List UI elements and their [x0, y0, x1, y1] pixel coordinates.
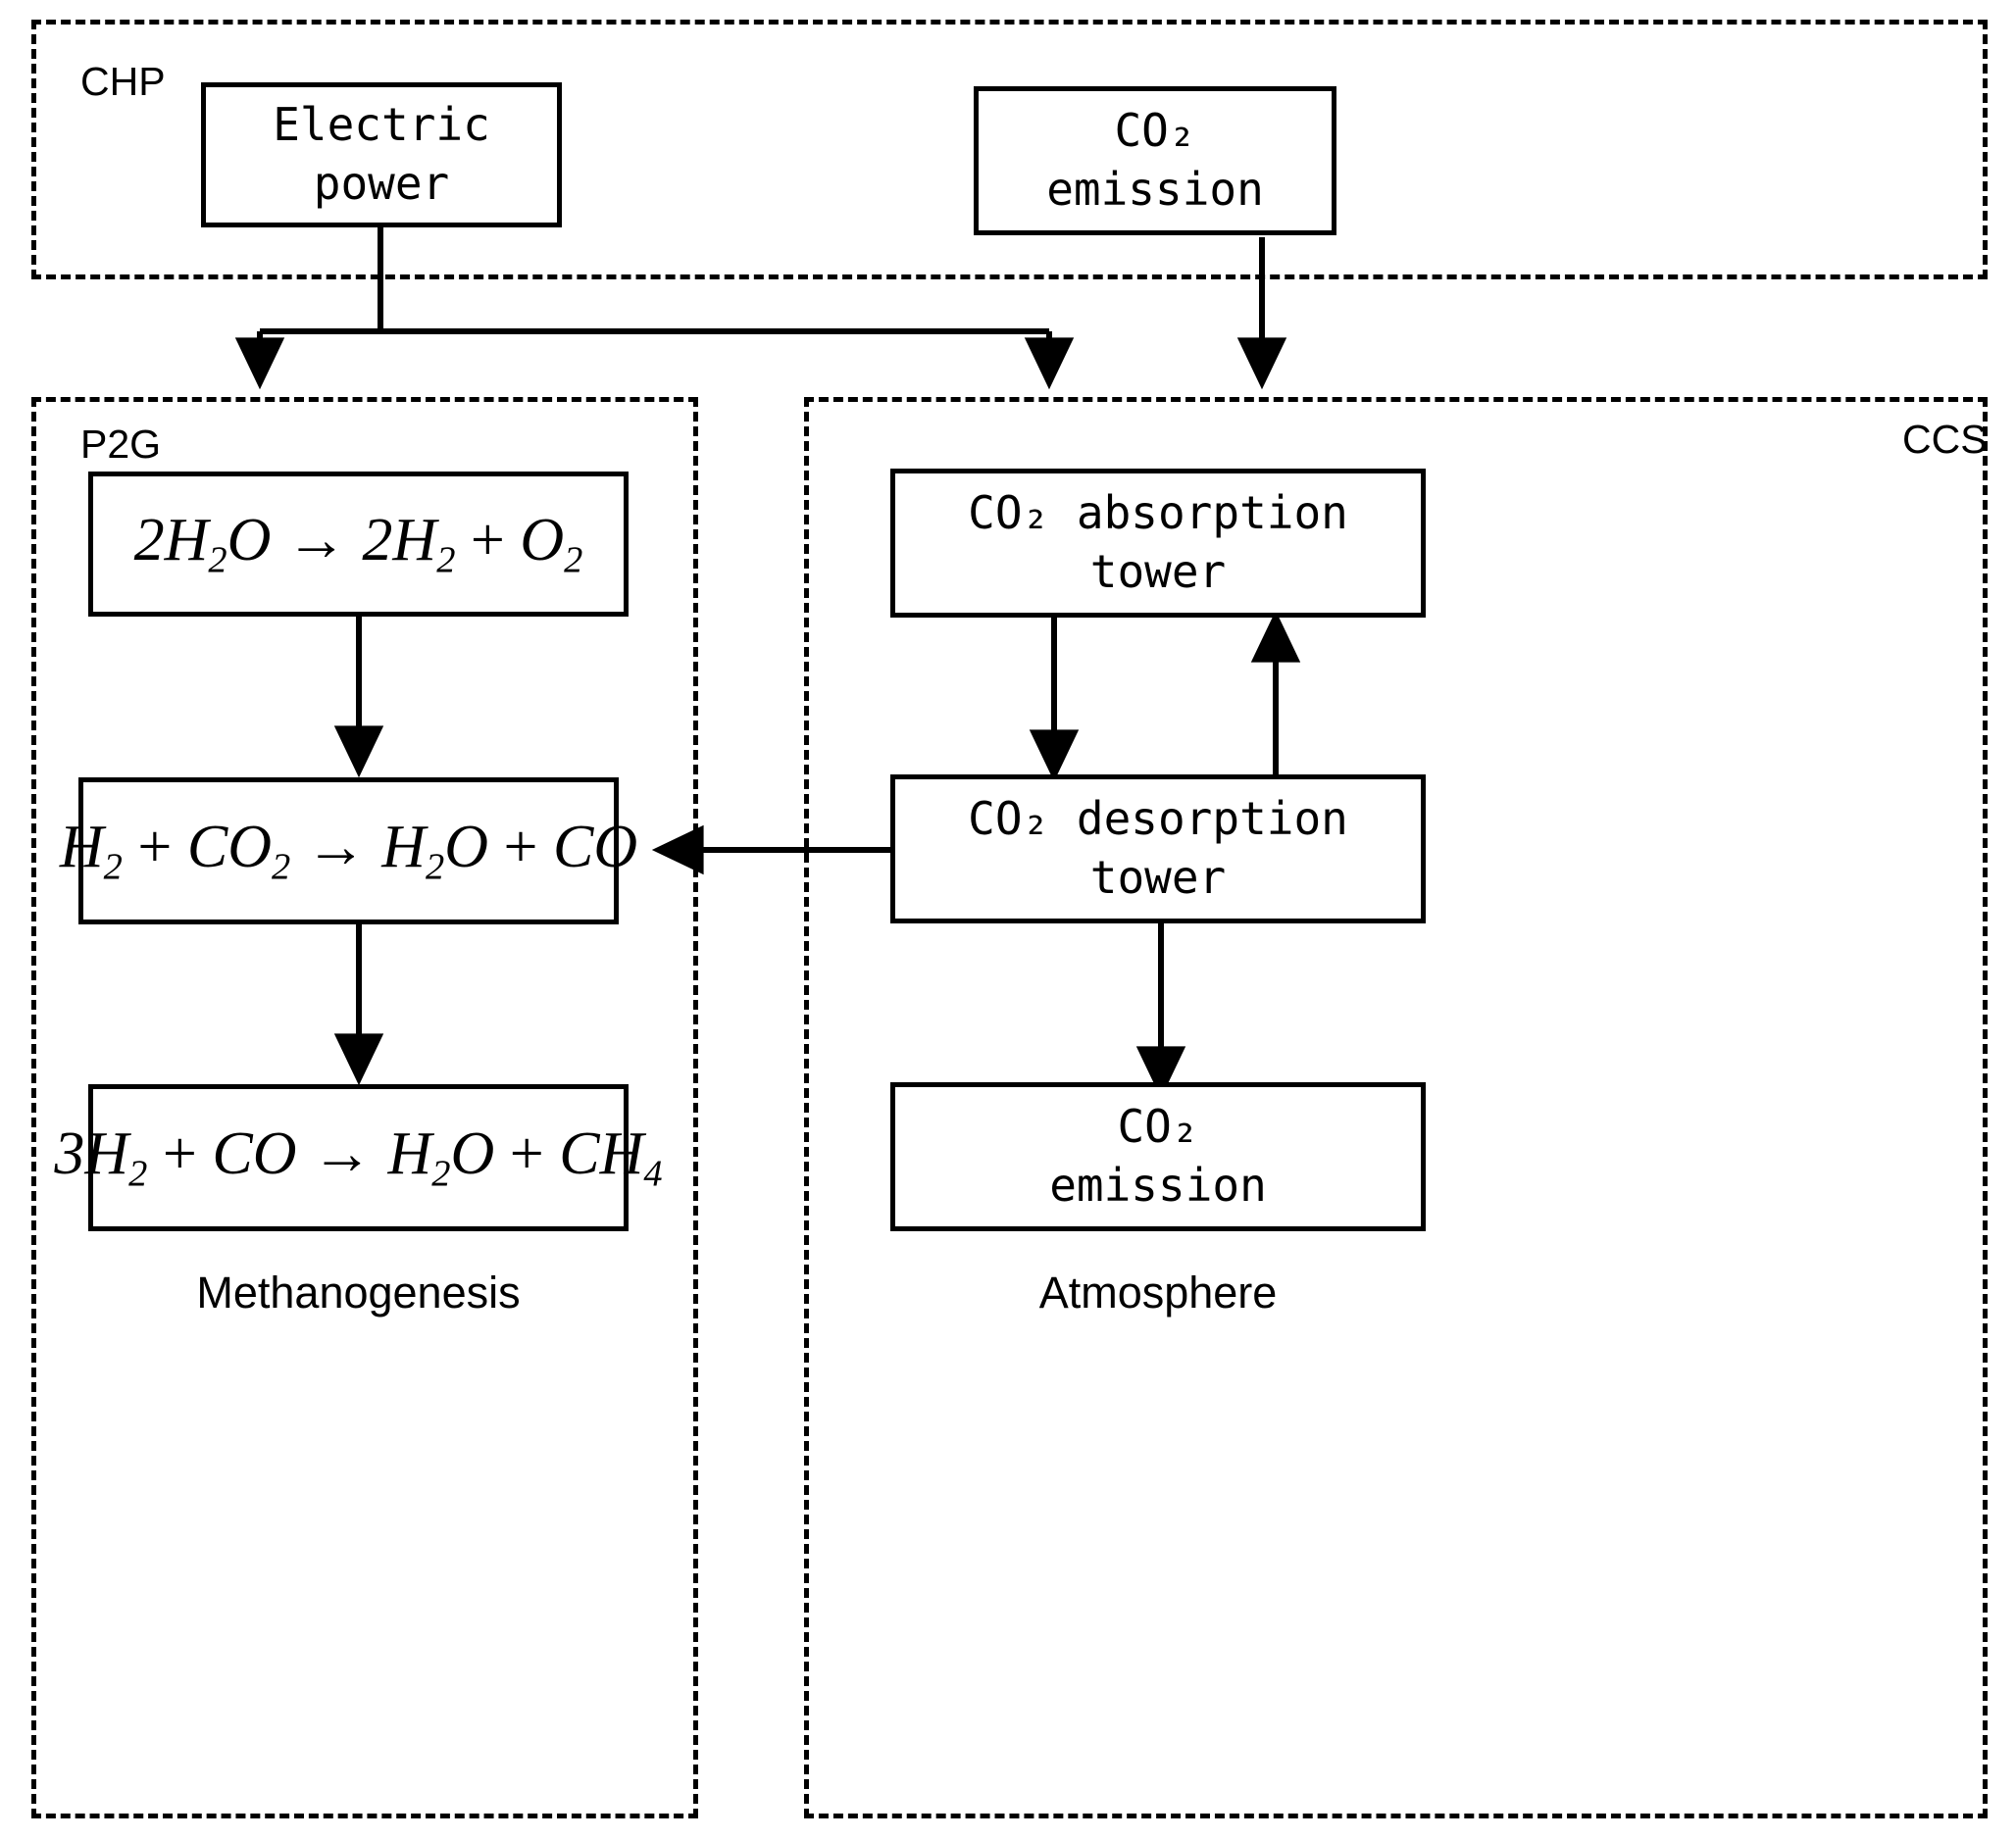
- group-p2g-label: P2G: [80, 422, 162, 467]
- node-electrolysis-equation: 2H2O → 2H2 + O2: [133, 507, 583, 581]
- node-ccs-co2-emission[interactable]: CO₂ emission: [890, 1082, 1426, 1231]
- node-co2-absorption-tower-label: CO₂ absorption tower: [968, 486, 1348, 598]
- node-co2-desorption-tower[interactable]: CO₂ desorption tower: [890, 774, 1426, 923]
- group-ccs-label: CCS: [1902, 417, 1988, 462]
- node-electric-power-label: Electric power: [273, 98, 490, 210]
- node-methanation-equation: 3H2 + CO → H2O + CH4: [54, 1120, 663, 1195]
- node-reverse-water-gas-shift-equation: H2 + CO2 → H2O + CO: [59, 814, 638, 888]
- node-chp-co2-emission-label: CO₂ emission: [1046, 104, 1264, 216]
- node-ccs-co2-emission-label: CO₂ emission: [1049, 1100, 1267, 1212]
- group-chp-label: CHP: [80, 59, 166, 104]
- node-co2-absorption-tower[interactable]: CO₂ absorption tower: [890, 469, 1426, 618]
- node-methanation[interactable]: 3H2 + CO → H2O + CH4: [54, 1084, 663, 1231]
- label-methanogenesis: Methanogenesis: [196, 1268, 521, 1318]
- node-electric-power[interactable]: Electric power: [201, 82, 562, 227]
- node-electrolysis[interactable]: 2H2O → 2H2 + O2: [88, 472, 629, 617]
- node-reverse-water-gas-shift[interactable]: H2 + CO2 → H2O + CO: [60, 777, 637, 924]
- group-p2g: [31, 397, 698, 1818]
- node-chp-co2-emission[interactable]: CO₂ emission: [974, 86, 1336, 235]
- group-ccs: [804, 397, 1988, 1818]
- group-chp: [31, 20, 1988, 279]
- label-atmosphere: Atmosphere: [1038, 1268, 1278, 1318]
- node-co2-desorption-tower-label: CO₂ desorption tower: [968, 792, 1348, 904]
